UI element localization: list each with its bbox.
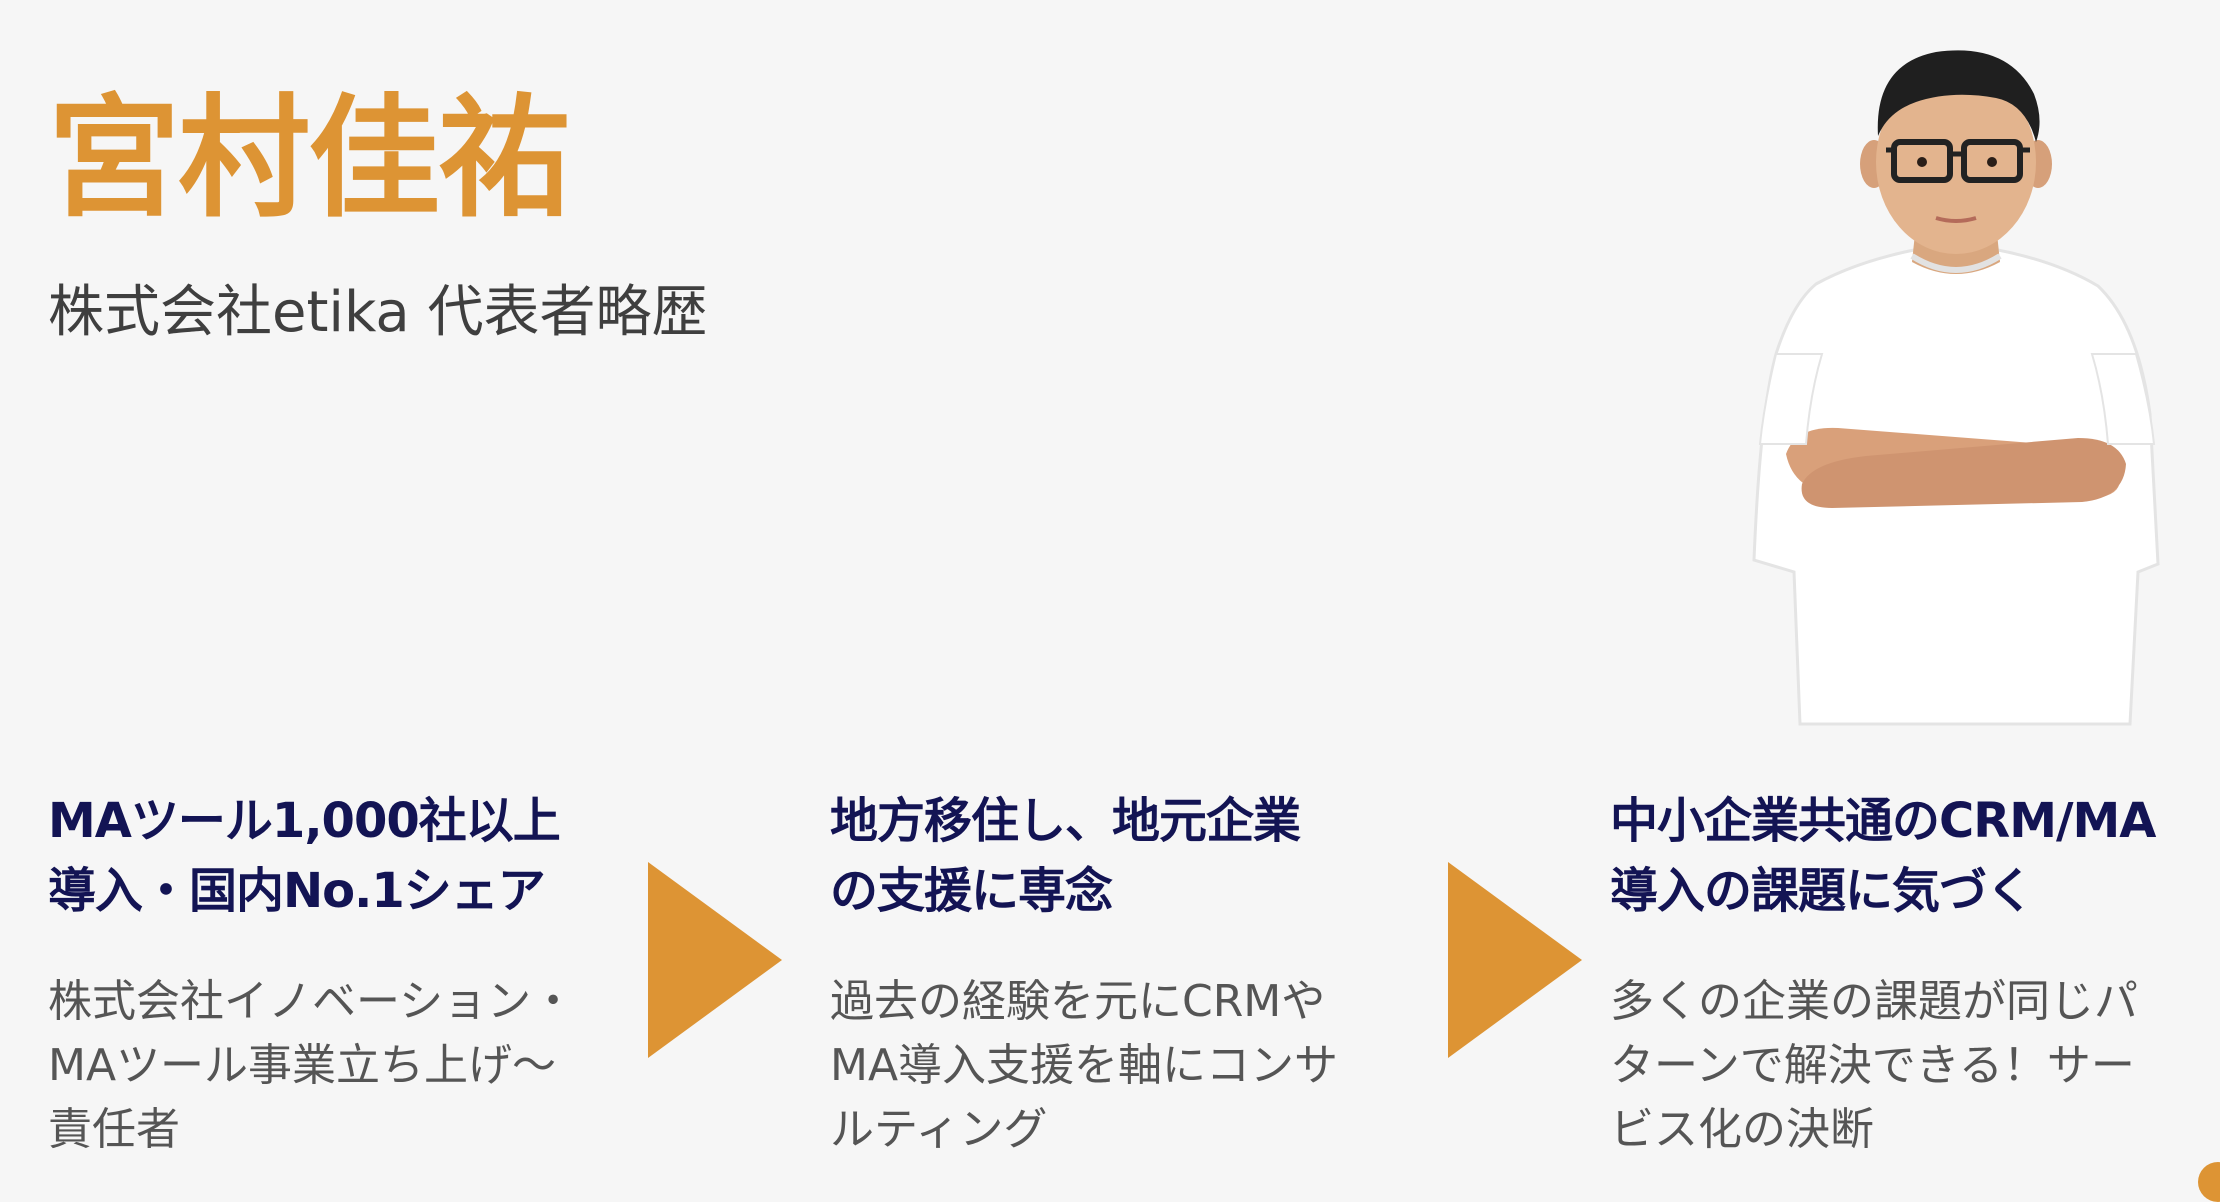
career-step-title: 地方移住し、地元企業 の支援に専念 bbox=[830, 793, 1301, 919]
corner-accent-mark bbox=[2198, 1162, 2220, 1202]
career-step-3: 中小企業共通のCRM/MA 導入の課題に気づく 多くの企業の課題が同じパ ターン… bbox=[1610, 786, 2170, 1155]
career-step-1: MAツール1,000社以上 導入・国内No.1シェア 株式会社イノベーション・ … bbox=[48, 786, 608, 1155]
portrait-photo bbox=[1752, 50, 2160, 726]
career-step-description: 多くの企業の課題が同じパ ターンで解決できる！サー ビス化の決断 bbox=[1610, 976, 2138, 1155]
profile-name: 宮村佳祐 bbox=[48, 82, 570, 236]
career-step-description: 過去の経験を元にCRMや MA導入支援を軸にコンサ ルティング bbox=[830, 976, 1339, 1155]
triangle-right-icon bbox=[648, 862, 782, 1058]
career-step-title: MAツール1,000社以上 導入・国内No.1シェア bbox=[48, 793, 561, 919]
career-step-title: 中小企業共通のCRM/MA 導入の課題に気づく bbox=[1610, 793, 2156, 919]
career-step-2: 地方移住し、地元企業 の支援に専念 過去の経験を元にCRMや MA導入支援を軸に… bbox=[830, 786, 1390, 1155]
career-step-description: 株式会社イノベーション・ MAツール事業立ち上げ〜 責任者 bbox=[48, 976, 576, 1155]
triangle-right-icon bbox=[1448, 862, 1582, 1058]
profile-subtitle: 株式会社etika 代表者略歴 bbox=[48, 280, 708, 345]
